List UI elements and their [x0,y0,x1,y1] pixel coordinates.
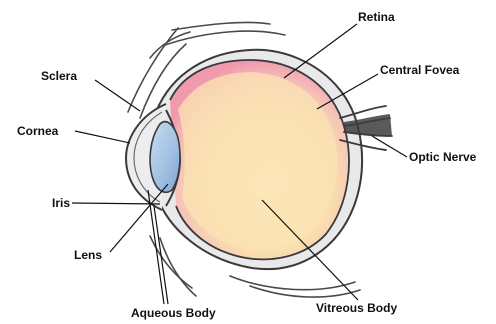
label-sclera: Sclera [41,69,77,83]
label-aqueous-body: Aqueous Body [131,306,216,320]
label-optic-nerve: Optic Nerve [409,150,476,164]
label-iris: Iris [52,196,70,210]
label-cornea: Cornea [17,124,58,138]
lens [150,122,180,193]
sclera-leader [95,80,140,111]
iris-leader [72,203,160,204]
cornea-leader [75,131,130,143]
label-retina: Retina [358,10,395,24]
label-vitreous-body: Vitreous Body [316,301,397,315]
label-central-fovea: Central Fovea [380,63,459,77]
label-lens: Lens [74,248,102,262]
optic-nerve-leader [372,136,407,157]
